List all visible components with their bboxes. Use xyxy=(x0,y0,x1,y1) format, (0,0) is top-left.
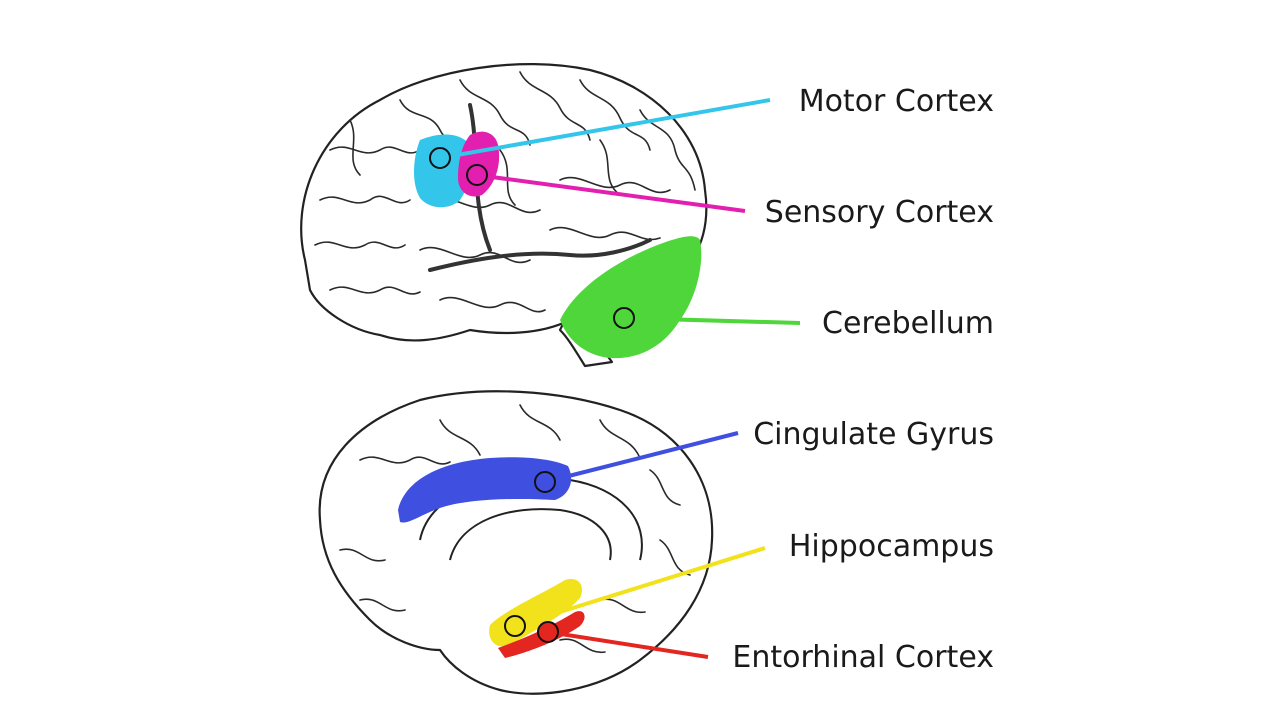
label-motor-cortex: Motor Cortex xyxy=(799,84,994,119)
cingulate-gyrus-region xyxy=(398,457,572,523)
cerebellum-leader xyxy=(613,307,801,329)
cerebellum-region xyxy=(560,236,702,359)
lateral-brain-view xyxy=(300,63,708,368)
corpus-callosum-inner xyxy=(449,508,612,561)
cingulate-gyrus-leader xyxy=(534,431,739,493)
hippocampus-leader xyxy=(504,546,766,637)
motor-cortex-leader xyxy=(429,98,771,169)
hippocampus-region xyxy=(489,579,583,647)
labels: Motor Cortex Sensory Cortex Cerebellum C… xyxy=(732,84,994,675)
sensory-cortex-leader xyxy=(466,164,746,213)
label-entorhinal-cortex: Entorhinal Cortex xyxy=(732,640,994,675)
lateral-gyri xyxy=(314,71,696,313)
label-hippocampus: Hippocampus xyxy=(789,529,994,564)
motor-cortex-region xyxy=(414,134,474,208)
medial-brain-view xyxy=(318,390,714,695)
cerebrum-medial-outline xyxy=(318,390,714,695)
label-cerebellum: Cerebellum xyxy=(822,306,994,341)
label-sensory-cortex: Sensory Cortex xyxy=(765,195,994,230)
leader-lines xyxy=(429,98,801,659)
label-cingulate-gyrus: Cingulate Gyrus xyxy=(753,417,994,452)
entorhinal-cortex-leader xyxy=(537,621,709,659)
